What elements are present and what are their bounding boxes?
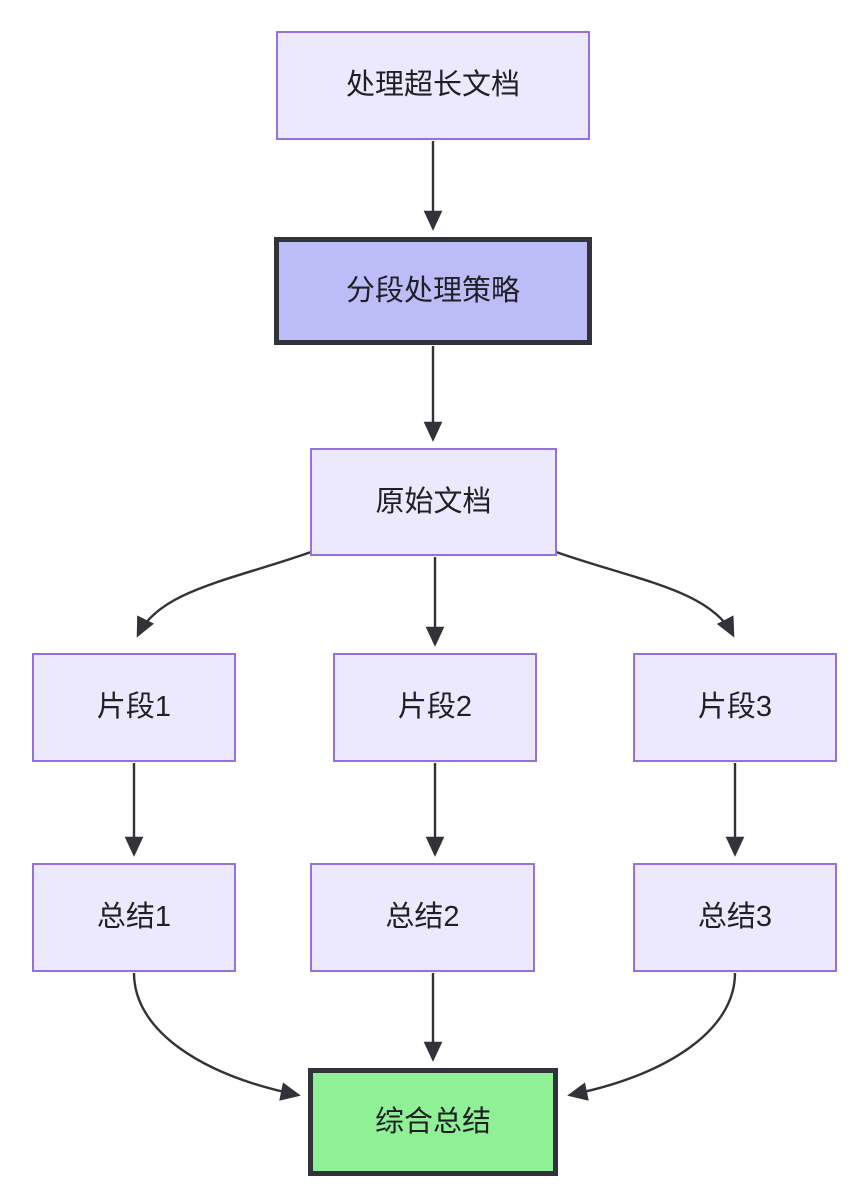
- node-comprehensive-summary[interactable]: 综合总结: [308, 1068, 558, 1176]
- node-label: 片段2: [397, 691, 473, 724]
- node-label: 片段1: [96, 691, 172, 724]
- node-label: 总结3: [697, 901, 773, 934]
- node-label: 总结1: [96, 901, 172, 934]
- node-label: 原始文档: [375, 485, 492, 518]
- node-original-document[interactable]: 原始文档: [310, 448, 557, 556]
- edge-original-to-fragment-1: [136, 550, 312, 638]
- node-chunking-strategy[interactable]: 分段处理策略: [274, 237, 592, 345]
- node-summary-2[interactable]: 总结2: [310, 863, 535, 972]
- node-summary-1[interactable]: 总结1: [32, 863, 236, 972]
- node-fragment-2[interactable]: 片段2: [333, 653, 537, 762]
- node-fragment-3[interactable]: 片段3: [633, 653, 837, 762]
- edge-summary-1-to-final: [132, 972, 301, 1101]
- node-summary-3[interactable]: 总结3: [633, 863, 837, 972]
- edge-summary-3-to-final: [567, 972, 737, 1101]
- node-label: 片段3: [697, 691, 773, 724]
- node-label: 分段处理策略: [345, 274, 520, 307]
- node-label: 综合总结: [374, 1105, 491, 1138]
- node-label: 总结2: [385, 901, 460, 934]
- node-label: 处理超长文档: [345, 69, 520, 102]
- edge-original-to-fragment-3: [555, 550, 735, 638]
- node-fragment-1[interactable]: 片段1: [32, 653, 236, 762]
- node-process-long-document[interactable]: 处理超长文档: [276, 31, 590, 140]
